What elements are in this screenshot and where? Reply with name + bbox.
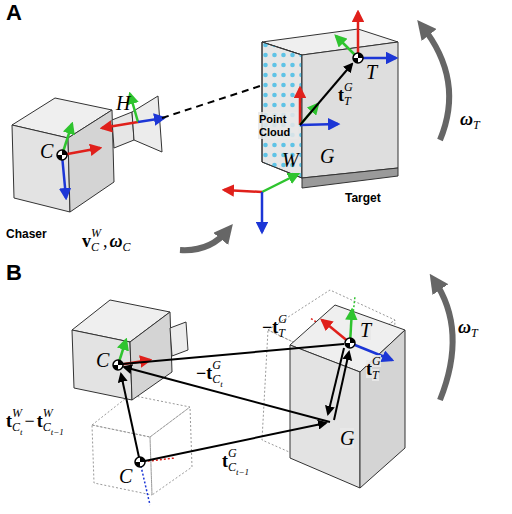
math-symbol: t	[220, 380, 223, 389]
math-symbol: ω	[460, 110, 473, 128]
math-symbol: t	[338, 86, 344, 104]
math-symbol: t	[222, 452, 228, 470]
math-symbol: C	[12, 421, 20, 433]
math-symbol: C	[228, 461, 236, 473]
math-symbol: C	[123, 241, 131, 253]
math-symbol: C	[43, 421, 51, 433]
math-symbol: C	[212, 373, 220, 385]
math-symbol: T	[473, 119, 480, 131]
math-symbol: W	[43, 407, 53, 419]
frame-label: H	[116, 93, 130, 113]
frame-label: G	[340, 428, 354, 448]
math-symbol: W	[91, 227, 101, 239]
frame-label: G	[320, 146, 334, 166]
math-symbol: −t	[262, 318, 278, 336]
math-symbol: G	[344, 81, 353, 93]
math-symbol: C	[91, 241, 99, 253]
math-symbol: −t	[196, 364, 212, 382]
panel-letter: B	[6, 262, 22, 284]
math-symbol: T	[471, 327, 478, 339]
math-symbol: t−1	[236, 468, 249, 477]
panel-letter: A	[6, 2, 22, 24]
math-symbol: G	[228, 447, 237, 459]
frame-label: C	[96, 350, 109, 370]
frame-label: T	[360, 320, 371, 340]
math-symbol: G	[212, 359, 221, 371]
math-symbol: ,	[103, 232, 108, 250]
frame-label: T	[366, 62, 377, 82]
math-symbol: ω	[458, 318, 471, 336]
math-symbol: W	[12, 407, 22, 419]
math-symbol: T	[344, 95, 351, 107]
math-symbol: T	[372, 369, 379, 381]
part-label: Chaser	[6, 228, 47, 240]
math-symbol: −	[25, 412, 35, 430]
math-symbol: t	[20, 428, 23, 437]
math-symbol: G	[278, 313, 287, 325]
frame-label: W	[282, 150, 299, 170]
math-symbol: t−1	[51, 428, 64, 437]
part-label: Point Cloud	[258, 112, 298, 139]
math-symbol: t	[6, 412, 12, 430]
part-label: Target	[345, 192, 381, 204]
math-symbol: ω	[110, 232, 123, 250]
math-symbol: t	[37, 412, 43, 430]
frame-label: C	[40, 141, 53, 161]
math-symbol: v	[82, 232, 91, 250]
math-symbol: T	[278, 327, 285, 339]
math-symbol: G	[372, 355, 381, 367]
frame-label: C	[119, 466, 132, 486]
